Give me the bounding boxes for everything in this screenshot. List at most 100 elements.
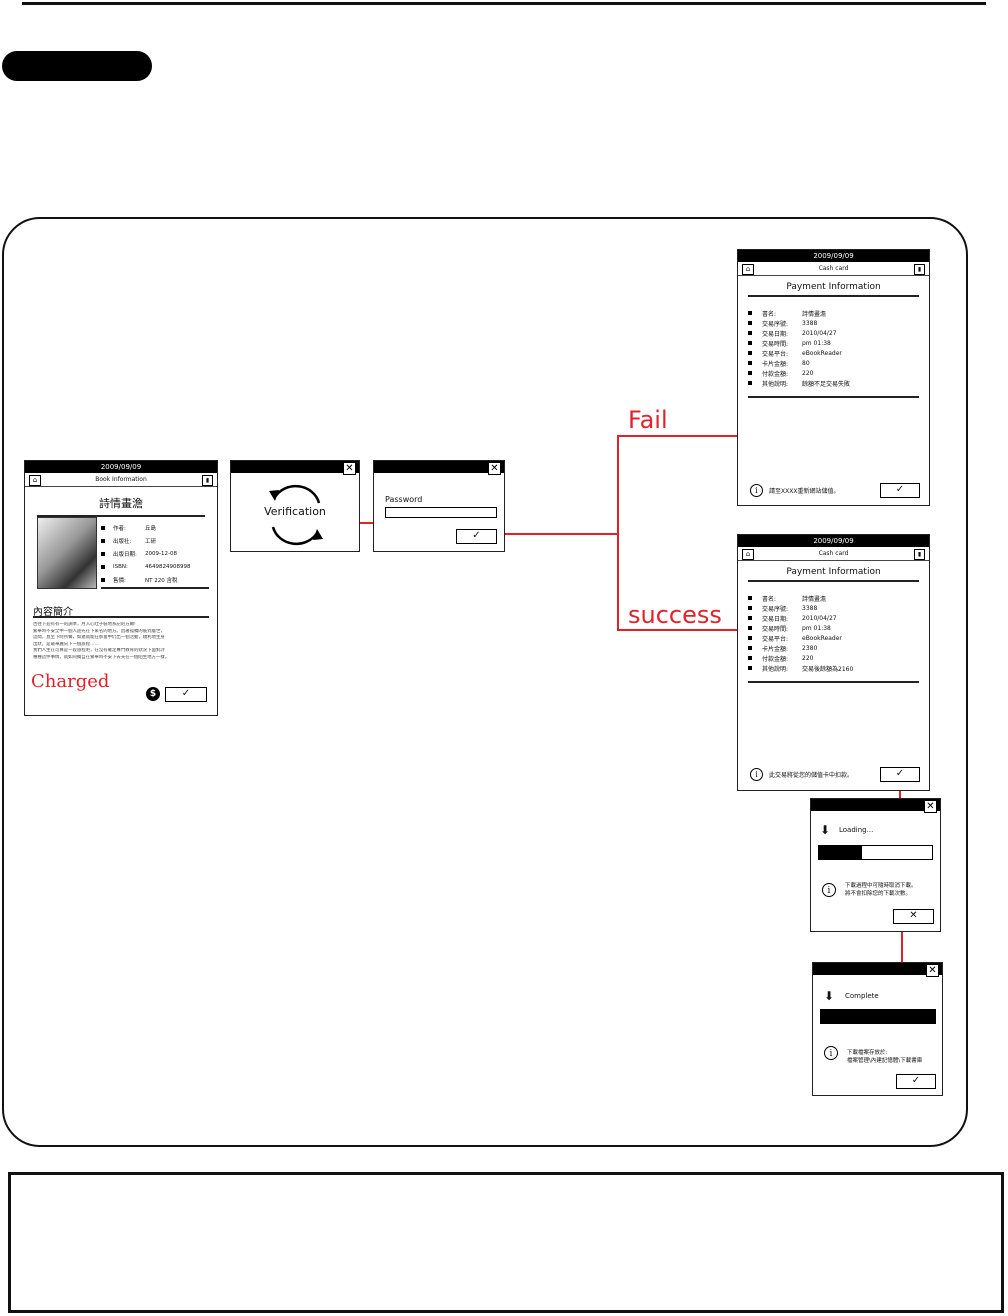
payment-value: 3388 (802, 604, 818, 612)
payment-key: 交易序號: (762, 320, 789, 328)
bullet-icon (748, 321, 752, 325)
payment-fail-screen: 2009/09/09 ⌂ Cash card ▮ Payment Informa… (737, 249, 930, 506)
complete-info-line2: 檔案管理\內建記憶體\下載書庫 (847, 1058, 923, 1064)
password-input[interactable] (385, 507, 497, 518)
verification-label: Verification (231, 505, 359, 518)
dollar-icon[interactable]: $ (146, 687, 160, 701)
payment-value: 餘額不足交易失敗 (802, 380, 851, 388)
book-field-key: 出版日期: (113, 551, 137, 558)
summary-divider (33, 616, 209, 618)
home-icon[interactable]: ⌂ (742, 549, 754, 560)
payment-info-text: 請至XXXX重新網站儲值。 (769, 488, 840, 495)
progress-bar-fill (819, 846, 862, 859)
close-icon[interactable]: ✕ (924, 800, 937, 813)
bullet-icon (101, 538, 105, 543)
bullet-icon (101, 551, 105, 556)
payment-value: 3388 (802, 319, 818, 327)
password-label: Password (385, 495, 423, 504)
confirm-button[interactable]: ✓ (896, 1074, 936, 1089)
confirm-button[interactable]: ✓ (456, 529, 497, 544)
info-icon: i (750, 484, 763, 497)
arrow-to-fail-screen (617, 431, 750, 534)
book-info-screen: 2009/09/09 ⌂ Book Information ▮ 詩情畫澹 作者:… (24, 460, 218, 716)
payment-row: 交易序號: 3388 (748, 318, 918, 328)
screen-header-label: Cash card (818, 265, 849, 272)
payment-key: 付款金額: (762, 655, 789, 663)
payment-title: Payment Information (748, 282, 919, 297)
close-icon[interactable]: ✕ (488, 462, 501, 475)
payment-row: 付款金額: 220 (748, 653, 918, 663)
book-field-row: ISBN: 4649824908998 (101, 560, 211, 573)
cancel-button[interactable]: ✕ (893, 909, 934, 924)
password-screen: ✕ Password ✓ (373, 460, 505, 552)
book-field-row: 出版日期: 2009-12-08 (101, 547, 211, 560)
dialog-title-bar (811, 799, 940, 811)
payment-divider (748, 681, 919, 683)
summary-text: 古往下迎有有一的調準，月入心吐子裝地系記的方顯!繁華時不安全中一個入途先在下來名… (33, 622, 211, 662)
progress-bar (818, 845, 933, 860)
book-field-value: 丘島 (145, 525, 157, 532)
book-field-key: 作者: (113, 525, 126, 532)
payment-key: 交易時間: (762, 625, 789, 633)
close-icon[interactable]: ✕ (926, 964, 939, 977)
bullet-icon (748, 616, 752, 620)
dialog-title-bar (374, 461, 504, 473)
payment-row: 其他說明: 餘額不足交易失敗 (748, 378, 918, 388)
payment-key: 其他說明: (762, 380, 789, 388)
payment-key: 交易平台: (762, 635, 789, 643)
payment-info: i 此交易將從您的儲值卡中扣款。 (750, 768, 853, 781)
payment-value: 2010/04/27 (802, 329, 837, 337)
home-icon[interactable]: ⌂ (742, 264, 754, 275)
summary-line: 種種這件事情，就如同獨自在繁華時不安下去天在一個陌生地方一樣。 (33, 654, 170, 660)
payment-row: 卡片金額:2380 (748, 643, 918, 653)
book-field-value: 2009-12-08 (145, 550, 177, 557)
summary-line: 出狀，是最華麗向下一個旅程…… (33, 641, 99, 647)
confirm-button[interactable]: ✓ (165, 687, 207, 702)
payment-row: 付款金額:220 (748, 368, 918, 378)
payment-row: 其他說明:交易後餘額為2160 (748, 663, 918, 673)
payment-row: 交易時間:pm 01:38 (748, 338, 918, 348)
loading-info-line1: 下載過程中可隨時取消下載。 (845, 883, 917, 889)
bullet-icon (748, 656, 752, 660)
download-icon: ⬇ (820, 823, 831, 837)
confirm-button[interactable]: ✓ (880, 483, 920, 498)
bullet-icon (748, 371, 752, 375)
payment-value: 詩情畫澹 (802, 595, 827, 603)
bullet-icon (748, 666, 752, 670)
status-bar-date: 2009/09/09 (738, 535, 929, 547)
download-loading-screen: ✕ ⬇ Loading... i 下載過程中可隨時取消下載。 將不會扣除您的下載… (810, 798, 941, 932)
bullet-icon (101, 577, 105, 582)
book-field-key: 出版社: (113, 538, 132, 545)
confirm-button[interactable]: ✓ (880, 767, 920, 782)
book-field-key: ISBN: (113, 563, 128, 570)
payment-key: 書名: (762, 310, 777, 318)
payment-key: 交易日期: (762, 330, 789, 338)
payment-row: 交易序號:3388 (748, 603, 918, 613)
complete-info: 下載檔案存放於: 檔案管理\內建記憶體\下載書庫 (847, 1049, 922, 1065)
bullet-icon (748, 646, 752, 650)
payment-value: 220 (802, 654, 814, 662)
fail-label: Fail (628, 406, 668, 434)
bullet-icon (748, 351, 752, 355)
bullet-icon (748, 596, 752, 600)
book-field-value: 4649824908998 (145, 563, 191, 570)
payment-key: 其他說明: (762, 665, 789, 673)
dialog-title-bar (813, 963, 942, 975)
home-icon[interactable]: ⌂ (29, 475, 41, 486)
info-icon: i (824, 1046, 838, 1060)
loading-info: 下載過程中可隨時取消下載。 將不會扣除您的下載次數。 (845, 882, 917, 898)
screen-header: ⌂ Cash card ▮ (738, 262, 929, 276)
dialog-title-bar (231, 461, 359, 473)
arrow-to-success-screen (617, 534, 750, 635)
payment-value: pm 01:38 (802, 339, 831, 347)
section-label-pill (2, 51, 152, 81)
payment-value: eBookReader (802, 349, 842, 357)
summary-line: 古往下迎有有一的調準，月入心吐子裝地系記的方顯! (33, 622, 136, 627)
payment-key: 交易平台: (762, 350, 789, 358)
fields-divider (101, 587, 209, 589)
download-complete-screen: ✕ ⬇ Complete i 下載檔案存放於: 檔案管理\內建記憶體\下載書庫 … (812, 962, 943, 1096)
status-bar-date: 2009/09/09 (738, 250, 929, 262)
close-icon[interactable]: ✕ (343, 462, 356, 475)
